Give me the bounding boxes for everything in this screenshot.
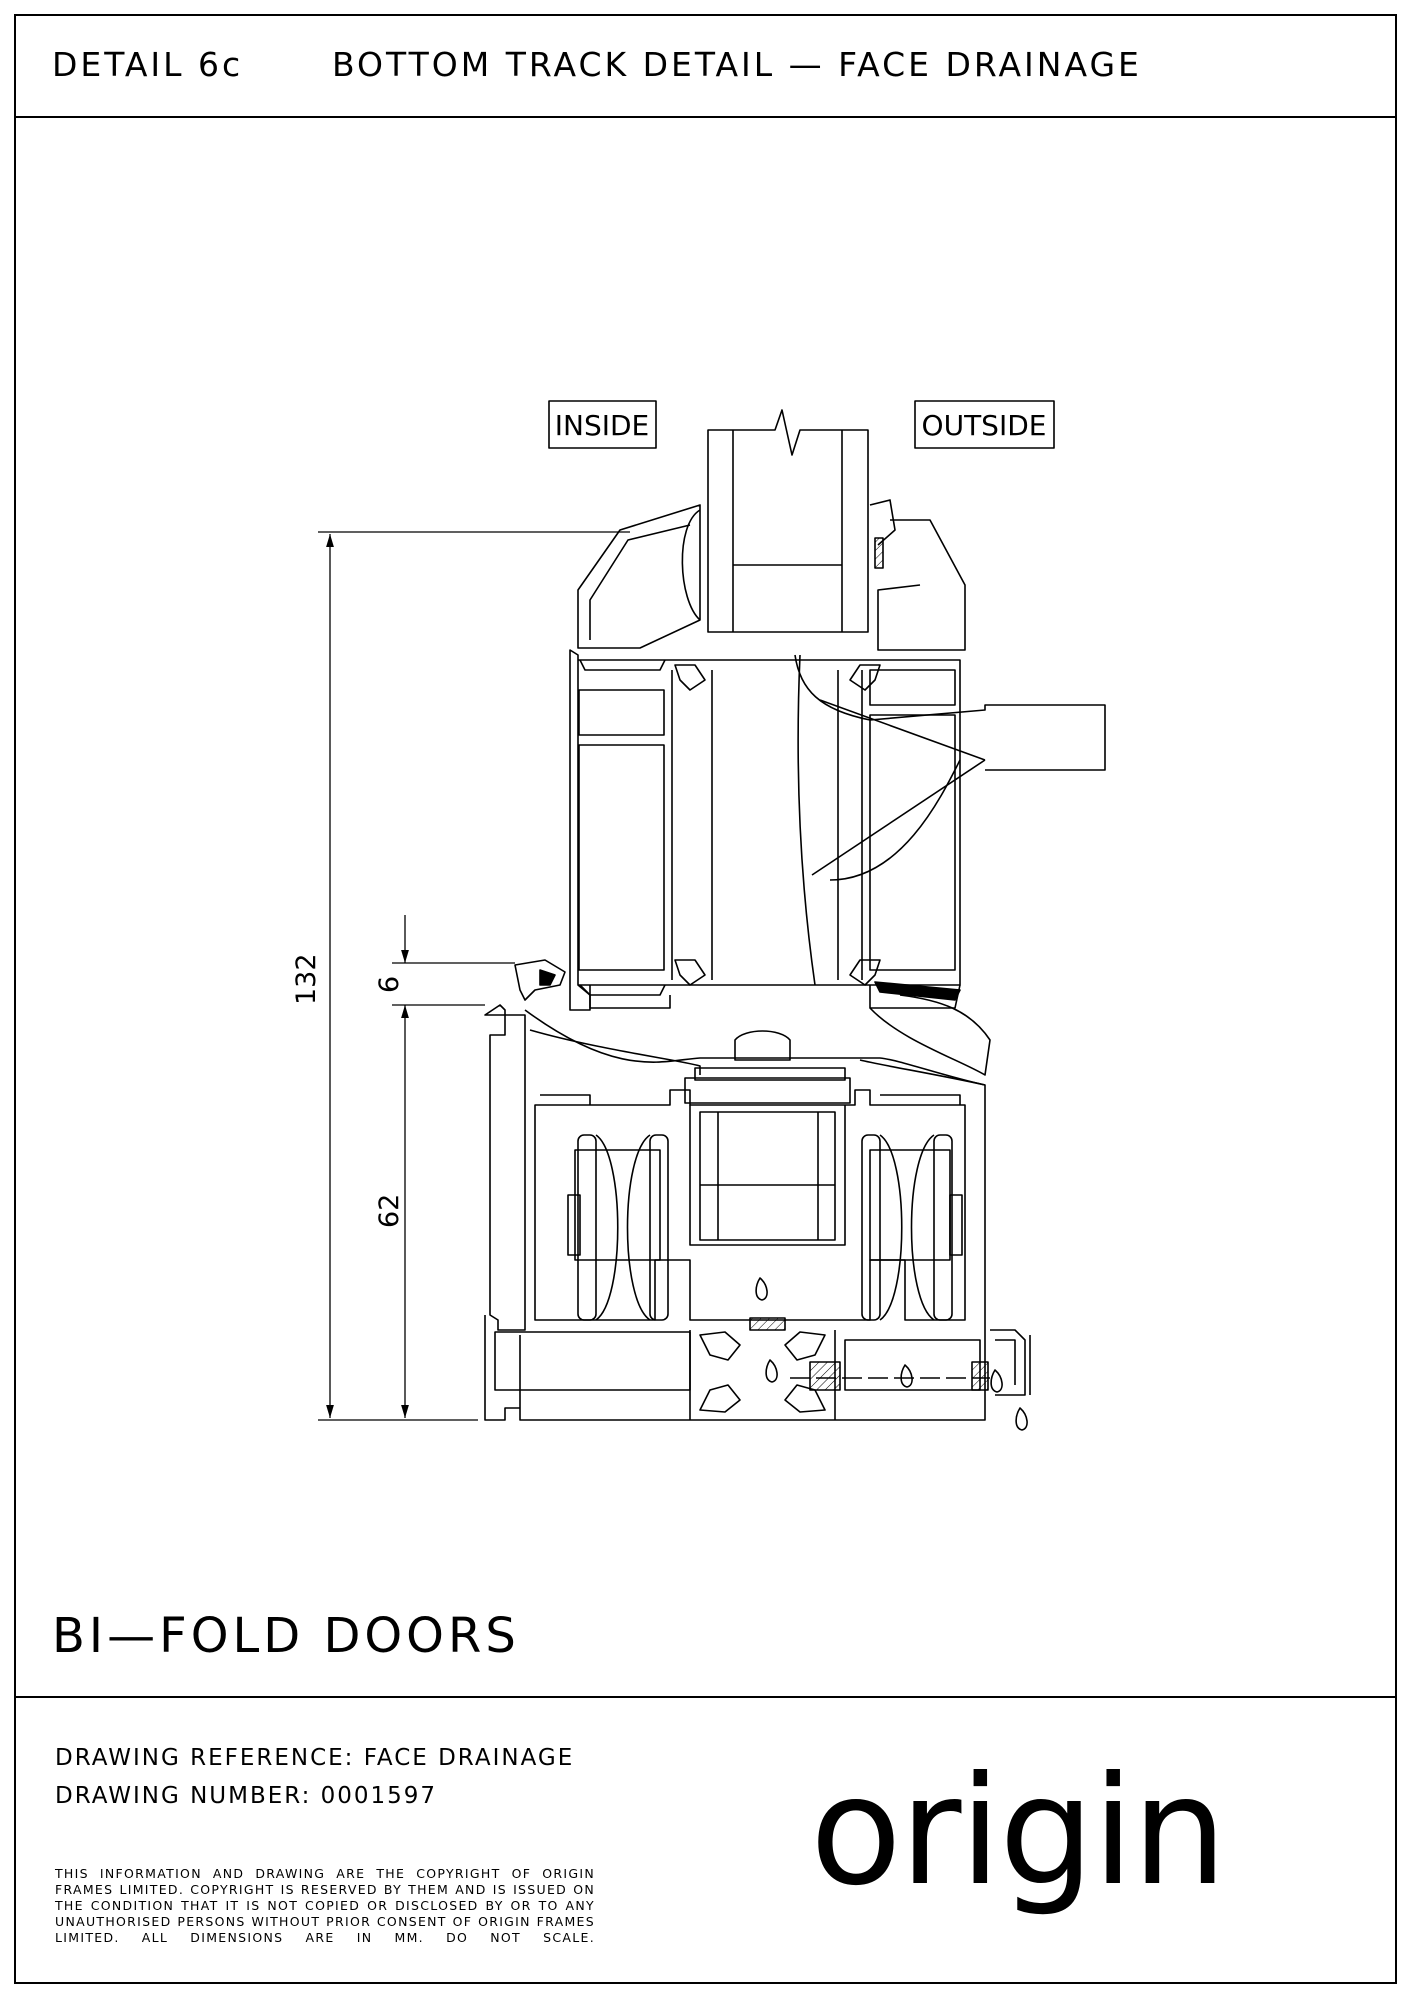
outside-gasket: [869, 499, 966, 651]
bottom-track: [484, 1004, 1031, 1421]
title-block-footer: [14, 1696, 1397, 1984]
copyright-notice: THIS INFORMATION AND DRAWING ARE THE COP…: [55, 1866, 595, 1945]
dimension-132-text: 132: [291, 953, 322, 1005]
dimension-step: 6: [374, 915, 515, 1050]
inside-label: INSIDE: [548, 400, 657, 449]
title-block-header: [14, 14, 1397, 118]
drawing-reference: DRAWING REFERENCE: FACE DRAINAGE: [55, 1745, 575, 1771]
glazing-unit: [707, 409, 869, 633]
detail-title: BOTTOM TRACK DETAIL — FACE DRAINAGE: [332, 45, 1142, 84]
drainage-chamber: [494, 1317, 1026, 1420]
sash-drainage: [794, 654, 1106, 986]
glazing-bead: [577, 504, 701, 649]
origin-logo-text: origin: [810, 1745, 1227, 1919]
roller-wheel-left: [567, 1134, 669, 1321]
detail-number: DETAIL 6c: [52, 45, 244, 84]
dimension-track: 62: [374, 1050, 409, 1418]
dimension-overall: 132: [291, 531, 630, 1421]
inside-label-text: INSIDE: [555, 409, 650, 442]
weather-seal: [869, 981, 991, 1076]
sash-profile: [569, 649, 961, 1011]
product-name: BI—FOLD DOORS: [52, 1608, 520, 1664]
outside-label-text: OUTSIDE: [922, 409, 1047, 442]
origin-logo: origin: [810, 1745, 1290, 1955]
roller-wheel-right: [861, 1134, 963, 1321]
threshold-seal: [514, 959, 566, 1001]
water-drop-icon: [755, 1277, 1028, 1431]
carriage-body: [684, 1030, 851, 1246]
drawing-number: DRAWING NUMBER: 0001597: [55, 1783, 438, 1809]
dimension-62-text: 62: [374, 1194, 405, 1228]
outside-label: OUTSIDE: [914, 400, 1055, 449]
dimension-6-text: 6: [374, 976, 405, 993]
glazing-gasket: [674, 664, 881, 986]
drawing-sheet-border: [14, 14, 1397, 1984]
